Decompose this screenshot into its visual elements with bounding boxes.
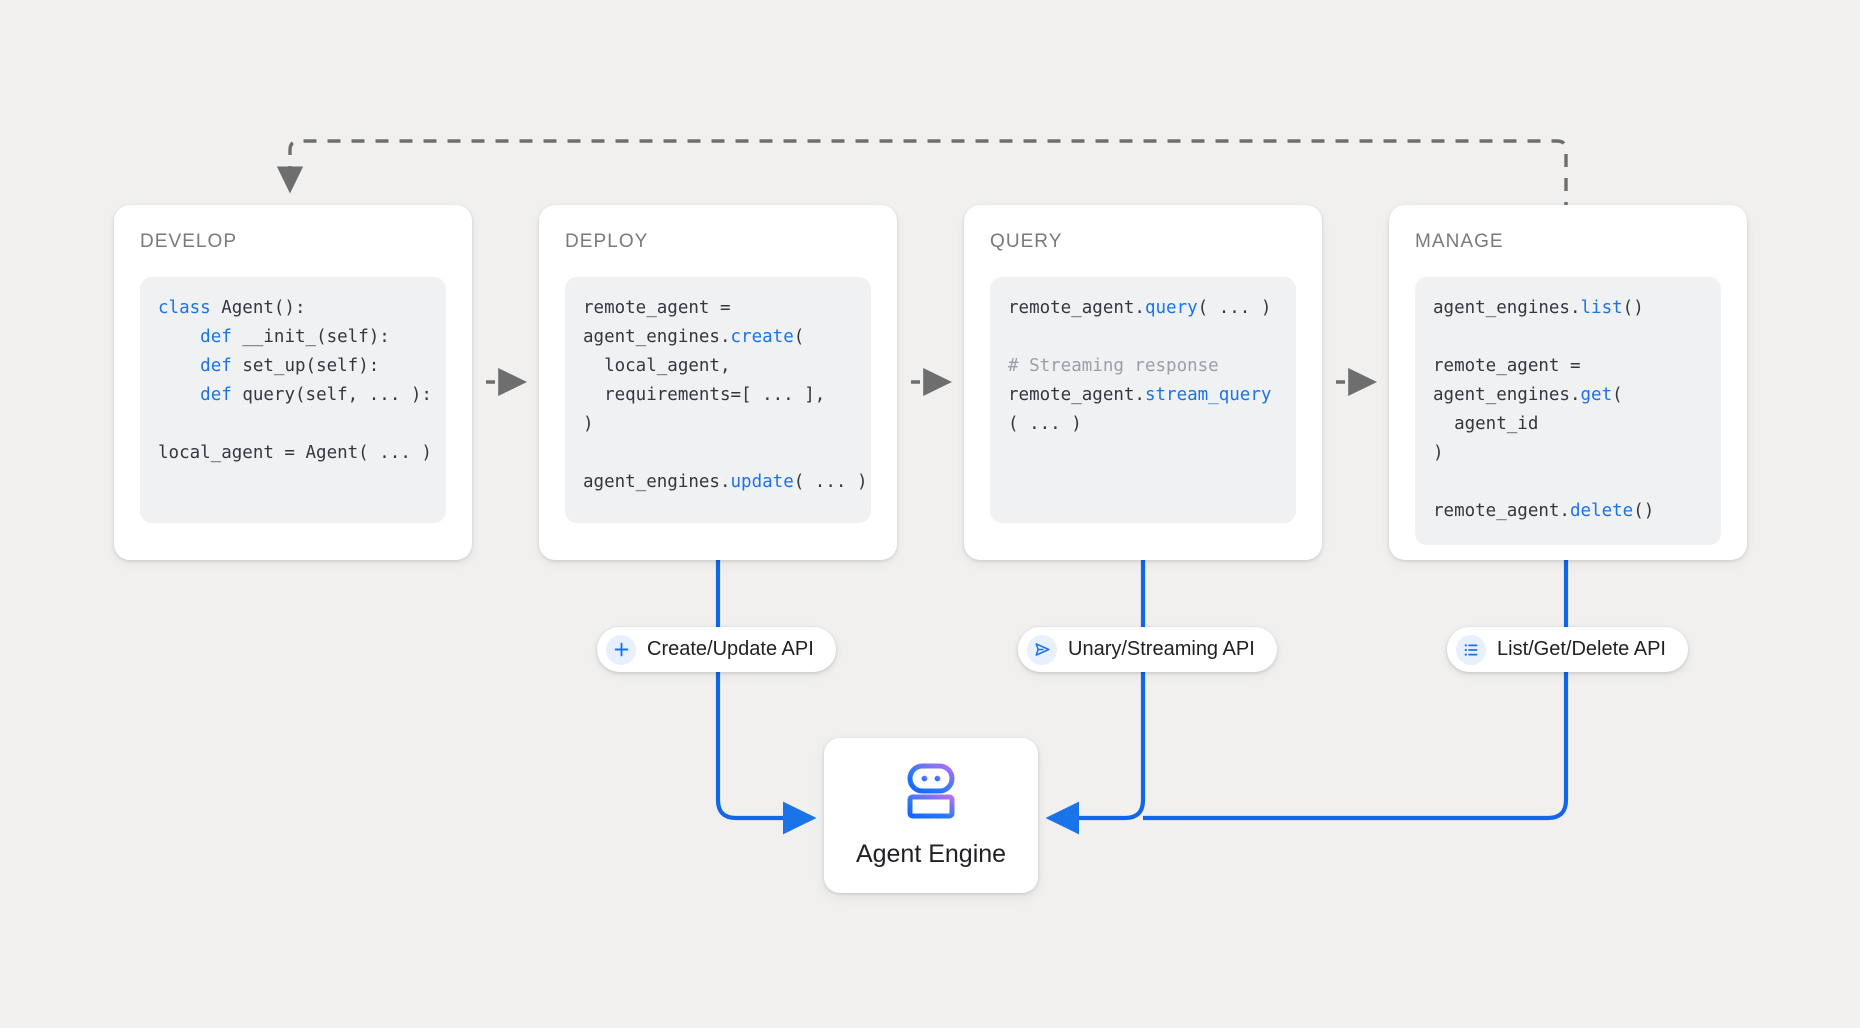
api-pill-label: Unary/Streaming API	[1068, 638, 1255, 660]
query-to-agent-engine-path	[1045, 560, 1146, 835]
stage-title-manage: MANAGE	[1415, 231, 1504, 252]
robot-icon	[900, 763, 962, 824]
stage-title-deploy: DEPLOY	[565, 231, 649, 252]
stage-title-query: QUERY	[990, 231, 1063, 252]
stage-card-deploy: DEPLOY remote_agent = agent_engines.crea…	[539, 205, 897, 560]
code-block-manage: agent_engines.list() remote_agent = agen…	[1415, 277, 1721, 545]
stage-card-manage: MANAGE agent_engines.list() remote_agent…	[1389, 205, 1747, 560]
api-pill-label: List/Get/Delete API	[1497, 638, 1666, 660]
deploy-to-agent-engine-path	[715, 560, 817, 835]
api-pill-list-get-delete[interactable]: List/Get/Delete API	[1447, 627, 1688, 672]
api-pill-unary-streaming[interactable]: Unary/Streaming API	[1018, 627, 1277, 672]
manage-to-agent-engine-path	[1143, 560, 1569, 821]
code-block-query: remote_agent.query( ... ) # Streaming re…	[990, 277, 1296, 523]
send-icon	[1027, 634, 1057, 665]
stage-title-develop: DEVELOP	[140, 231, 238, 252]
code-block-develop: class Agent(): def __init_(self): def se…	[140, 277, 446, 523]
code-block-deploy: remote_agent = agent_engines.create( loc…	[565, 277, 871, 523]
agent-engine-node[interactable]: Agent Engine	[824, 738, 1038, 893]
plus-icon	[606, 634, 636, 665]
api-pill-label: Create/Update API	[647, 638, 814, 660]
stage-card-develop: DEVELOP class Agent(): def __init_(self)…	[114, 205, 472, 560]
api-pill-create-update[interactable]: Create/Update API	[597, 627, 836, 672]
list-icon	[1456, 634, 1486, 665]
stage-card-query: QUERY remote_agent.query( ... ) # Stream…	[964, 205, 1322, 560]
agent-engine-label: Agent Engine	[855, 839, 1007, 868]
feedback-loop-path	[276, 139, 1568, 215]
